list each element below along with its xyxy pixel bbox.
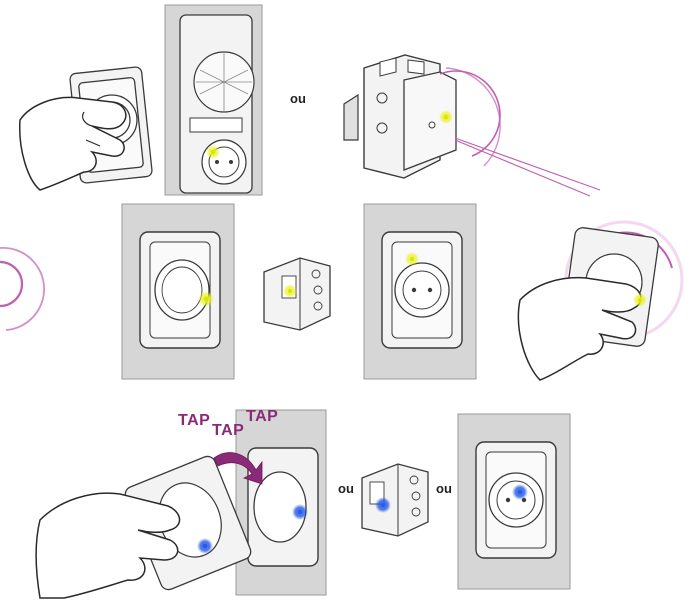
hand-icon: [36, 493, 179, 598]
tap-label: TAP TAP TAP: [178, 408, 298, 448]
hand-icon: [518, 278, 641, 380]
step2-micro-module: [264, 258, 330, 330]
step2-hand-press: [518, 222, 682, 380]
or-label-3: ou: [436, 481, 452, 496]
signal-wave-icon: [0, 248, 44, 330]
or-label-1: ou: [290, 91, 306, 106]
step3-plate-socket: [458, 414, 570, 589]
tap-word-2: TAP: [212, 422, 244, 440]
step1-din-module: [344, 55, 600, 196]
or-label-2: ou: [338, 481, 354, 496]
step3-micro-module: [362, 464, 428, 536]
step1-vertical-plate: [165, 5, 262, 195]
tap-word-1: TAP: [178, 412, 210, 430]
tap-word-3: TAP: [246, 408, 278, 426]
step2-plate-socket: [364, 204, 476, 379]
step2-plate-mechanism: [122, 204, 234, 379]
step1-hand-press: G: [20, 67, 153, 190]
